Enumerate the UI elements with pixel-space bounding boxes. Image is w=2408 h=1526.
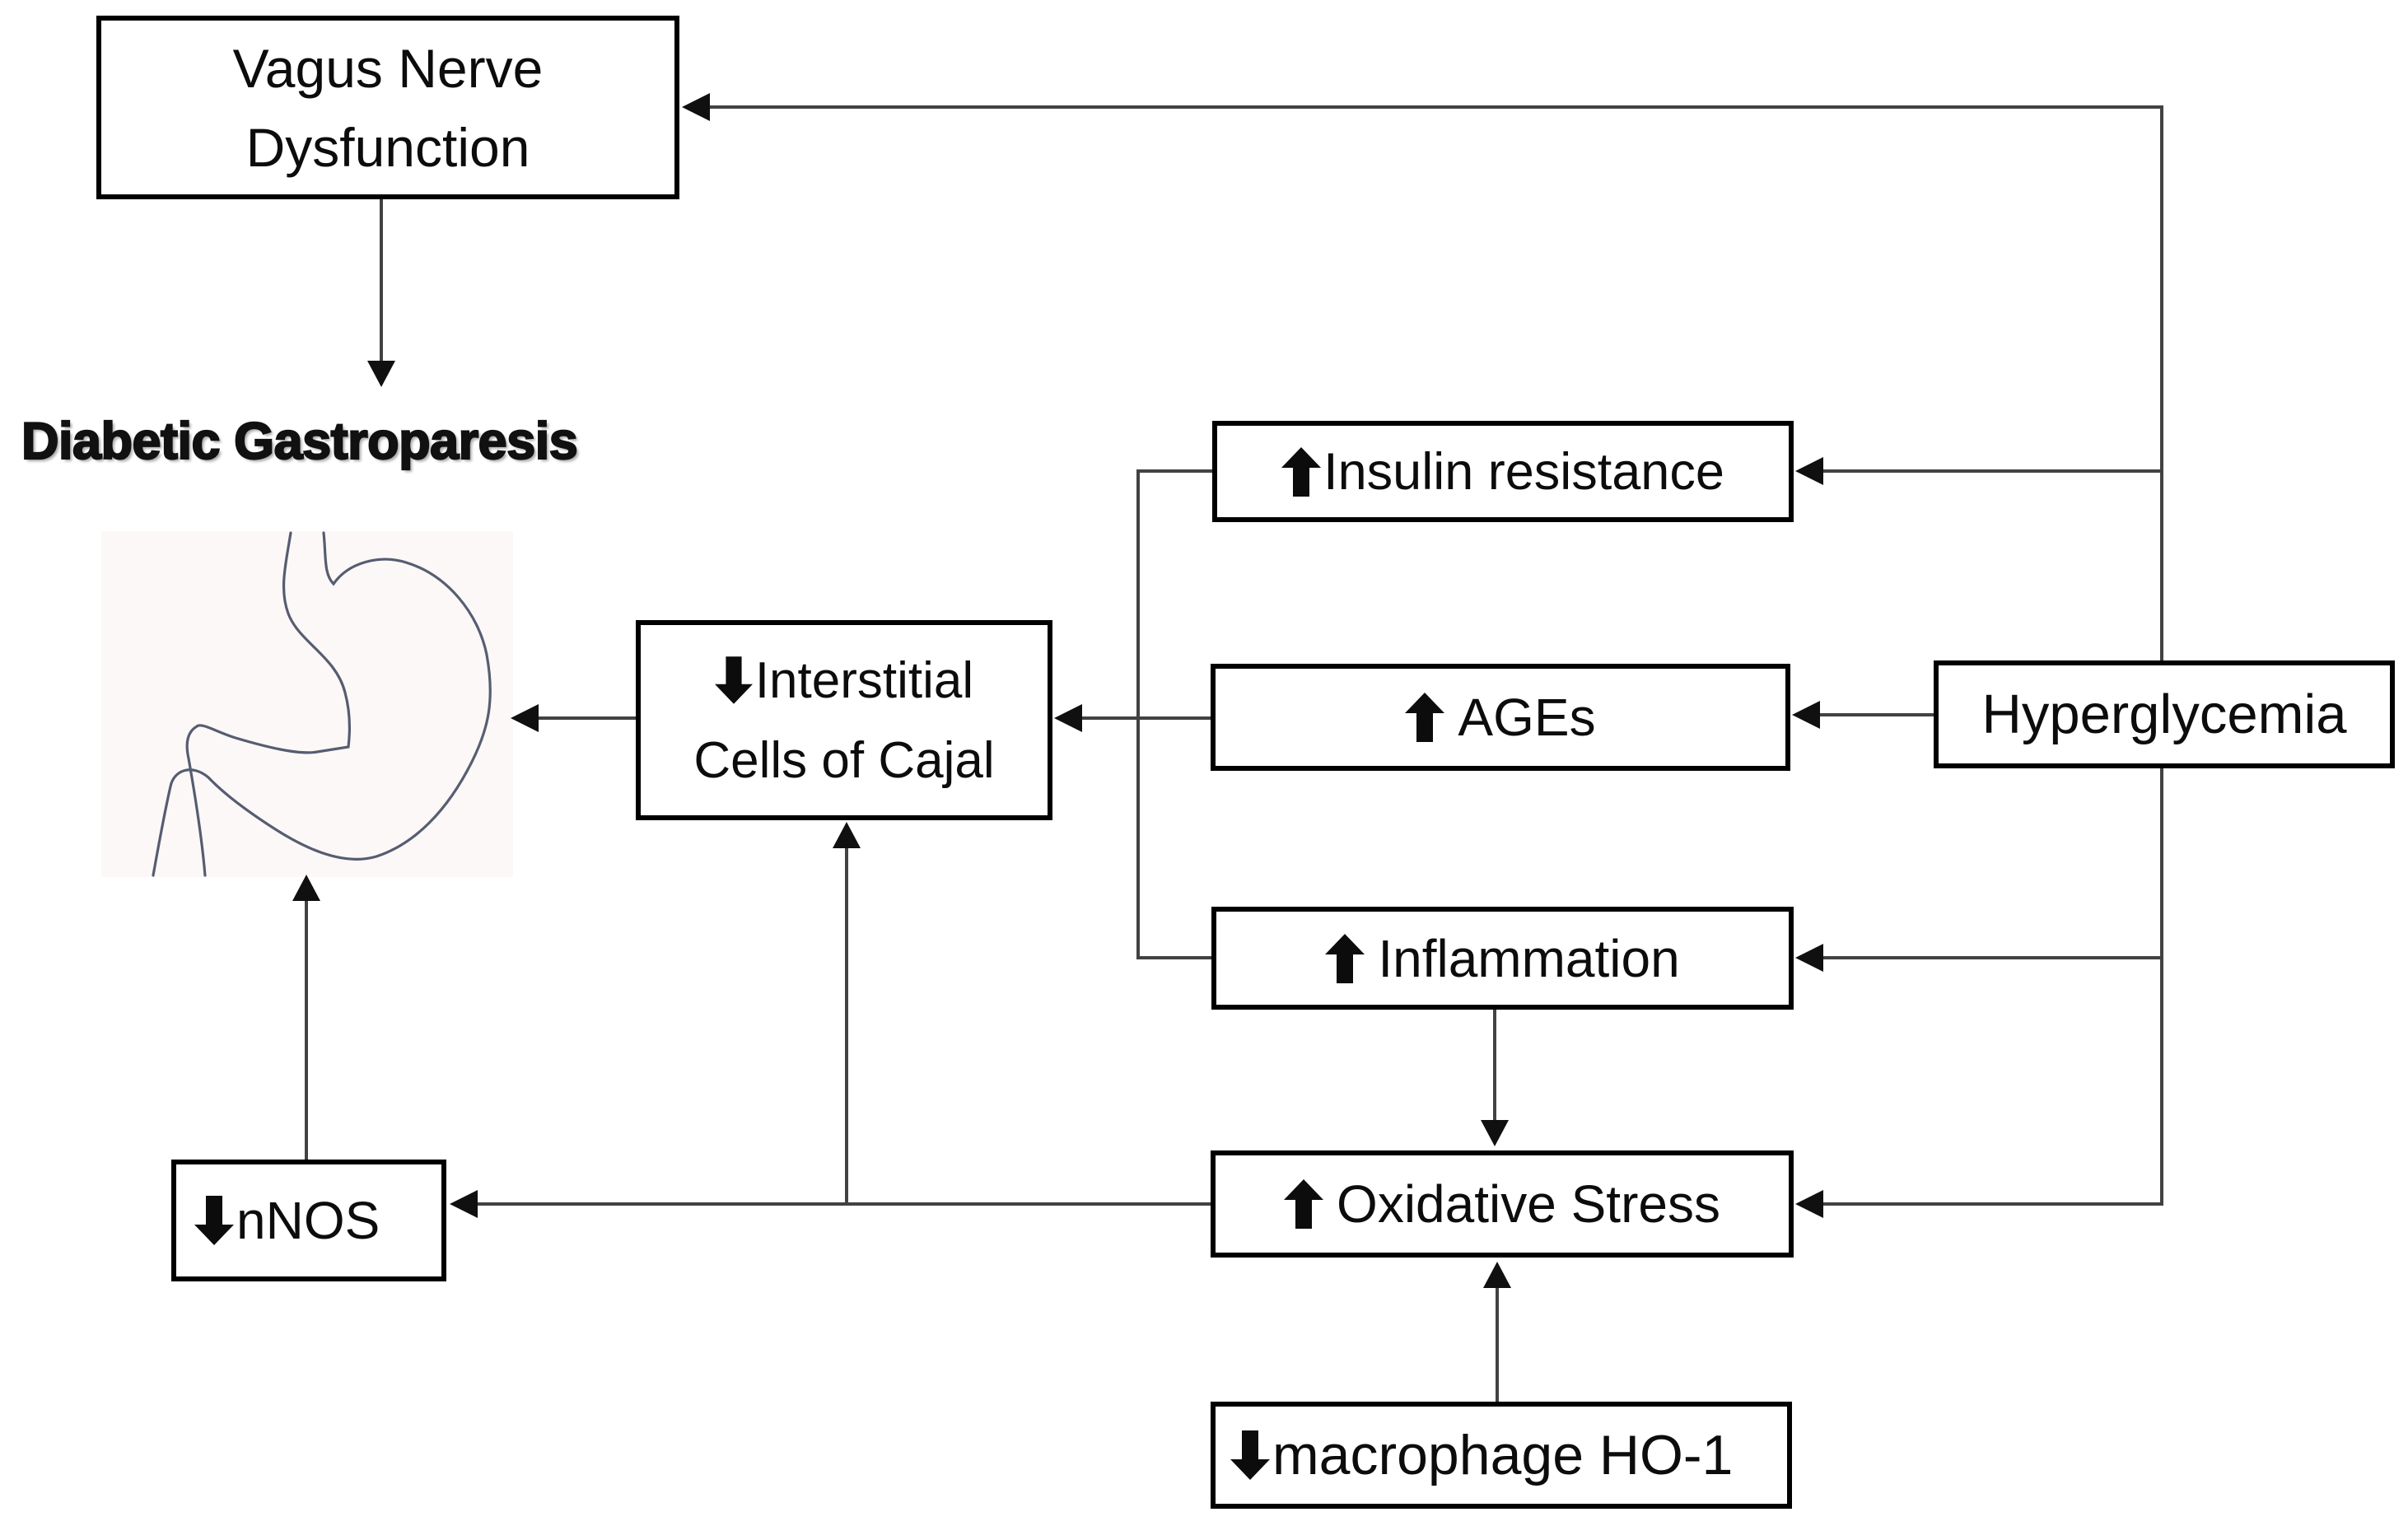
bracket-insulin-inflammation-line — [1136, 469, 1140, 958]
edge-trunk-to-inflammation-line — [1812, 956, 2163, 959]
arrowhead-into-nnos — [450, 1190, 478, 1218]
node-label-line2: Cells of Cajal — [693, 731, 995, 789]
arrowhead-into-ages — [1792, 701, 1820, 729]
arrowhead-into-oxidative — [1795, 1190, 1823, 1218]
node-label: nNOS — [236, 1191, 380, 1250]
node-label: Hyperglycemia — [1981, 684, 2347, 745]
arrowhead-into-stomach — [511, 704, 539, 732]
edge-vagus-to-gastroparesis-line — [380, 199, 383, 366]
arrowhead-into-oxidative-top — [1481, 1120, 1509, 1146]
stomach-inner-outline — [185, 531, 352, 877]
node-label: AGEs — [1458, 688, 1596, 747]
edge-macrophage-to-oxidative-line — [1496, 1285, 1499, 1402]
edge-trunk-to-vagus-line — [692, 105, 2163, 109]
arrowhead-into-insulin — [1795, 457, 1823, 485]
edge-trunk-to-insulin-line — [1812, 469, 2163, 473]
node-hyperglycemia: Hyperglycemia — [1934, 660, 2395, 768]
up-arrow-icon — [1405, 693, 1445, 742]
node-interstitial-cells-of-cajal: Interstitial Cells of Cajal — [636, 620, 1052, 820]
edge-inflammation-to-oxidative-line — [1493, 1010, 1496, 1123]
node-ages: AGEs — [1211, 664, 1790, 771]
stomach-illustration — [101, 531, 513, 877]
node-label: Vagus Nerve Dysfunction — [232, 37, 544, 178]
bracket-stub-insulin — [1136, 469, 1212, 473]
node-insulin-resistance: Insulin resistance — [1212, 421, 1794, 522]
stomach-outer-outline — [152, 531, 492, 877]
node-oxidative-stress: Oxidative Stress — [1211, 1150, 1794, 1258]
node-label: Insulin resistance — [1323, 442, 1724, 501]
arrowhead-into-icc-bottom — [833, 822, 861, 848]
bracket-stub-inflammation — [1136, 956, 1211, 959]
edge-oxidative-to-icc-line — [845, 848, 848, 1206]
edge-hyperglycemia-to-ages-line — [1817, 713, 1934, 716]
node-label: Oxidative Stress — [1337, 1174, 1720, 1234]
node-inflammation: Inflammation — [1211, 907, 1794, 1010]
up-arrow-icon — [1325, 933, 1365, 983]
down-arrow-icon — [194, 1196, 234, 1245]
up-arrow-icon — [1281, 446, 1322, 497]
down-arrow-icon — [714, 656, 753, 704]
page-title: Diabetic Gastroparesis — [21, 412, 579, 471]
node-label: Inflammation — [1378, 928, 1680, 988]
node-vagus-nerve-dysfunction: Vagus Nerve Dysfunction — [96, 16, 679, 199]
edge-icc-to-stomach-line — [532, 716, 636, 720]
node-nnos: nNOS — [171, 1160, 446, 1281]
arrowhead-into-icc — [1054, 704, 1082, 732]
node-label-line1: Interstitial — [754, 651, 974, 709]
arrowhead-into-stomach-bottom — [292, 875, 320, 901]
arrowhead-into-vagus — [682, 93, 710, 121]
arrowhead-into-inflammation — [1795, 944, 1823, 972]
arrowhead-into-gastroparesis — [367, 361, 395, 387]
up-arrow-icon — [1284, 1179, 1324, 1229]
node-label: macrophage HO-1 — [1272, 1424, 1734, 1486]
edge-oxidative-to-nnos-line — [473, 1202, 1211, 1206]
down-arrow-icon — [1230, 1430, 1270, 1480]
node-macrophage-ho1: macrophage HO-1 — [1211, 1402, 1792, 1509]
edge-nnos-to-stomach-line — [305, 899, 308, 1160]
arrowhead-into-oxidative-bottom — [1483, 1262, 1511, 1288]
edge-trunk-vertical-line — [2160, 105, 2163, 1206]
edge-trunk-to-oxidative-line — [1812, 1202, 2163, 1206]
edge-ages-to-icc-line — [1077, 716, 1211, 720]
